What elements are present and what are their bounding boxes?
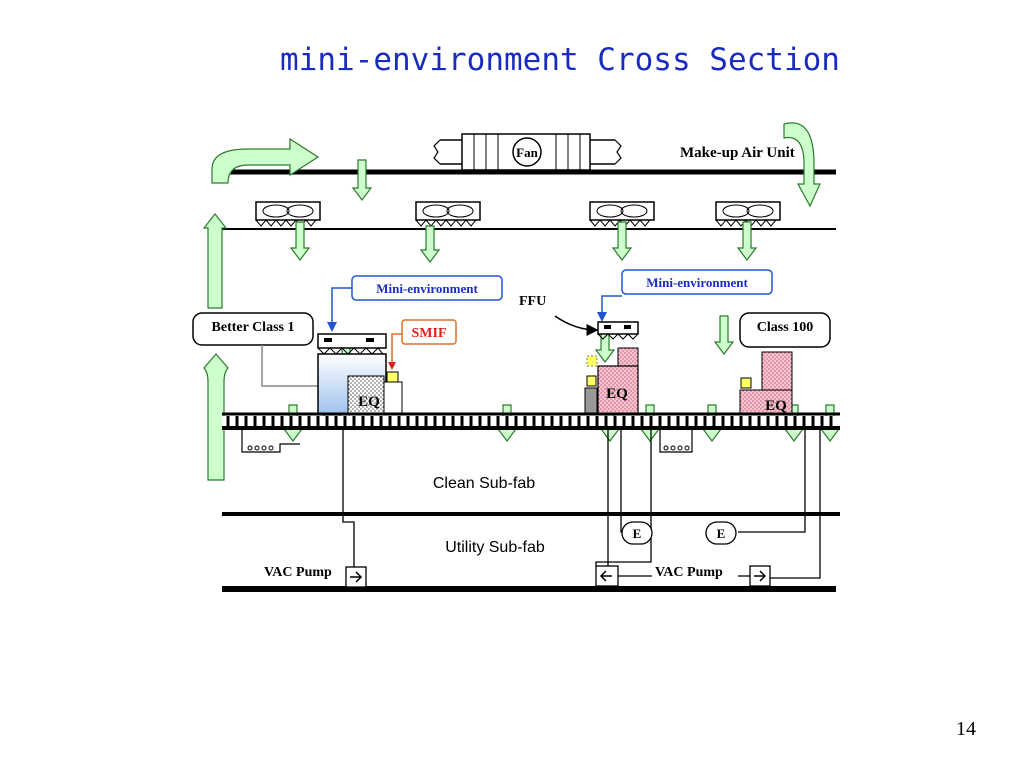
fan-icon — [512, 137, 542, 167]
floor-plenum-unit-1 — [241, 430, 300, 453]
fan-unit: Fan — [461, 133, 591, 171]
airflow-down-arrow — [351, 159, 373, 201]
recirculation-curved-arrow — [211, 137, 320, 184]
vac-pump-2: VAC Pump — [595, 565, 771, 587]
equipment-2: EQ — [584, 321, 639, 415]
exhaust-unit-2: E — [705, 521, 737, 545]
svg-text:Better Class 1: Better Class 1 — [212, 320, 295, 335]
floor-plenum-unit-2 — [659, 430, 693, 453]
svg-text:E: E — [717, 526, 726, 541]
svg-text:SMIF: SMIF — [412, 326, 447, 341]
ceiling-ffu-4 — [715, 201, 781, 227]
return-air-up-arrow — [203, 353, 229, 481]
airflow-down-arrow — [289, 221, 311, 261]
airflow-down-arrow — [611, 221, 633, 261]
svg-text:EQ: EQ — [606, 386, 628, 402]
raised-floor — [222, 412, 840, 430]
page-title: mini-environment Cross Section — [280, 42, 840, 78]
return-air-up-arrow — [202, 213, 228, 309]
makeup-air-label: Make-up Air Unit — [680, 145, 795, 161]
exhaust-unit-1: E — [621, 521, 653, 545]
svg-text:Mini-environment: Mini-environment — [376, 281, 478, 296]
page-number: 14 — [956, 718, 976, 740]
mini-environment-callout-2: Mini-environment — [597, 269, 773, 322]
equipment-3: EQ — [739, 351, 793, 415]
airflow-down-arrow — [419, 225, 441, 263]
smif-callout: SMIF — [388, 319, 457, 370]
svg-text:VAC Pump: VAC Pump — [264, 565, 332, 580]
svg-text:VAC Pump: VAC Pump — [655, 565, 723, 580]
mini-environment-callout-1: Mini-environment — [327, 275, 503, 332]
vac-pump-1: VAC Pump — [264, 565, 367, 588]
svg-text:Class 100: Class 100 — [757, 320, 813, 335]
clean-subfab-label: Clean Sub-fab — [433, 475, 535, 492]
airflow-down-arrow — [713, 315, 735, 355]
equipment-mini-environment-1: EQ — [317, 333, 403, 415]
fan-label: Fan — [516, 145, 538, 160]
ceiling-ffu-1 — [255, 201, 321, 227]
utility-subfab-label: Utility Sub-fab — [445, 539, 545, 556]
ceiling-ffu-3 — [589, 201, 655, 227]
makeup-air-curved-arrow — [783, 122, 821, 208]
class-100-callout: Class 100 — [739, 312, 831, 348]
airflow-down-arrow — [736, 221, 758, 261]
svg-text:EQ: EQ — [358, 394, 380, 410]
ffu-pointer — [554, 315, 599, 336]
svg-text:Mini-environment: Mini-environment — [646, 275, 748, 290]
ffu-label: FFU — [519, 294, 546, 309]
svg-text:E: E — [633, 526, 642, 541]
ceiling-ffu-2 — [415, 201, 481, 227]
better-class-callout: Better Class 1 — [192, 312, 330, 391]
vacuum-piping — [342, 430, 821, 579]
svg-text:EQ: EQ — [765, 398, 787, 414]
